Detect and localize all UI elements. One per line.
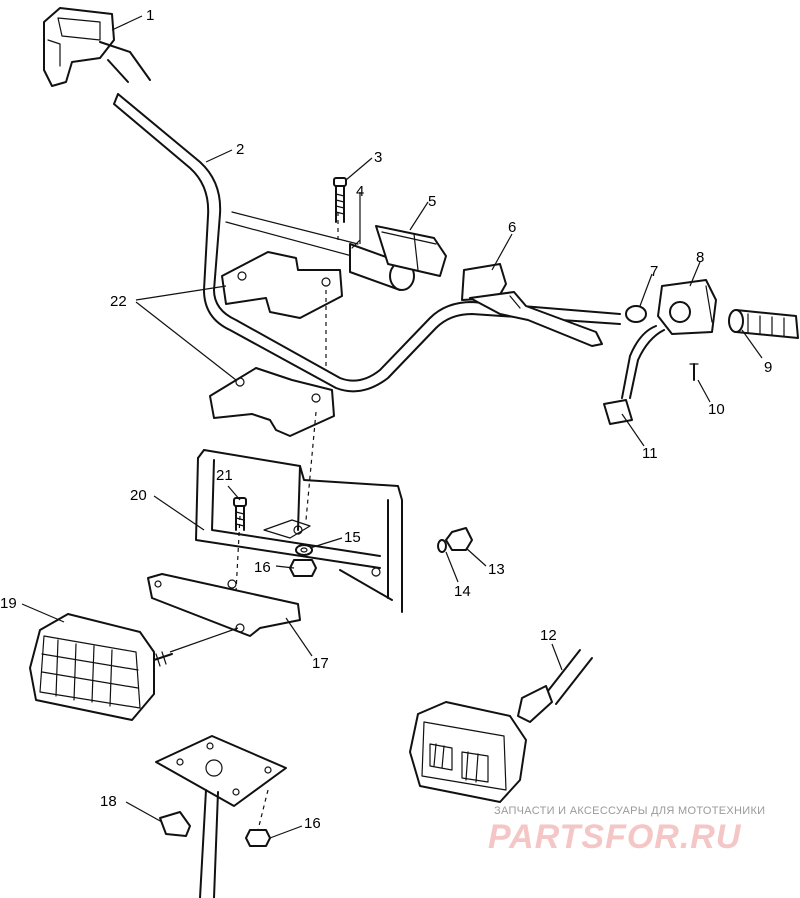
- callout-14: 14: [454, 583, 471, 600]
- handlebar-clamp-part: [209, 251, 343, 437]
- grip-part: [728, 309, 799, 339]
- callout-12: 12: [540, 627, 557, 644]
- callout-16-upper: 16: [254, 559, 271, 576]
- assembly-line: [305, 411, 317, 521]
- headlight-left-part: [29, 613, 173, 721]
- callout-2: 2: [236, 141, 244, 158]
- watermark-tagline: ЗАПЧАСТИ И АКСЕССУАРЫ ДЛЯ МОТОТЕХНИКИ: [494, 805, 765, 817]
- control-housing-part: [657, 279, 717, 335]
- handlebar-part: [113, 93, 621, 393]
- callout-7: 7: [650, 263, 658, 280]
- callout-4: 4: [356, 183, 364, 200]
- switch-body-part: [375, 225, 447, 277]
- watermark-brand: PARTSFOR.RU: [488, 818, 742, 856]
- callout-19: 19: [0, 595, 17, 612]
- mounting-plate-part: [155, 735, 287, 898]
- brake-lever-part: [461, 263, 603, 347]
- watermark: ЗАПЧАСТИ И АКСЕССУАРЫ ДЛЯ МОТОТЕХНИКИ PA…: [488, 805, 765, 856]
- headlight-bracket-part: [147, 573, 301, 653]
- callout-13: 13: [488, 561, 505, 578]
- callout-18: 18: [100, 793, 117, 810]
- hardware-part: [245, 527, 473, 847]
- callout-6: 6: [508, 219, 516, 236]
- callout-1: 1: [146, 7, 154, 24]
- callout-9: 9: [764, 359, 772, 376]
- mounting-frame-part: [195, 449, 403, 613]
- callout-labels: 1 2 3 4 5 6 7 8 9 10 11 12 13 14 15 16 1…: [0, 7, 772, 832]
- callout-21: 21: [216, 467, 233, 484]
- master-cylinder-part: [43, 7, 151, 87]
- callout-22: 22: [110, 293, 127, 310]
- callout-17: 17: [312, 655, 329, 672]
- clip-part: [159, 811, 191, 837]
- callout-5: 5: [428, 193, 436, 210]
- screw-part: [689, 363, 699, 381]
- bolt-part: [333, 177, 347, 223]
- callout-8: 8: [696, 249, 704, 266]
- callout-11: 11: [642, 445, 658, 462]
- callout-15: 15: [344, 529, 361, 546]
- leader-lines: [21, 15, 763, 839]
- callout-10: 10: [708, 401, 725, 418]
- callout-20: 20: [130, 487, 147, 504]
- bracket-bolt-part: [233, 497, 247, 531]
- assembly-line: [257, 789, 269, 831]
- callout-16-lower: 16: [304, 815, 321, 832]
- throttle-cable-part: [603, 325, 665, 425]
- callout-3: 3: [374, 149, 382, 166]
- headlight-right-part: [409, 649, 593, 803]
- end-cap-part: [625, 305, 647, 323]
